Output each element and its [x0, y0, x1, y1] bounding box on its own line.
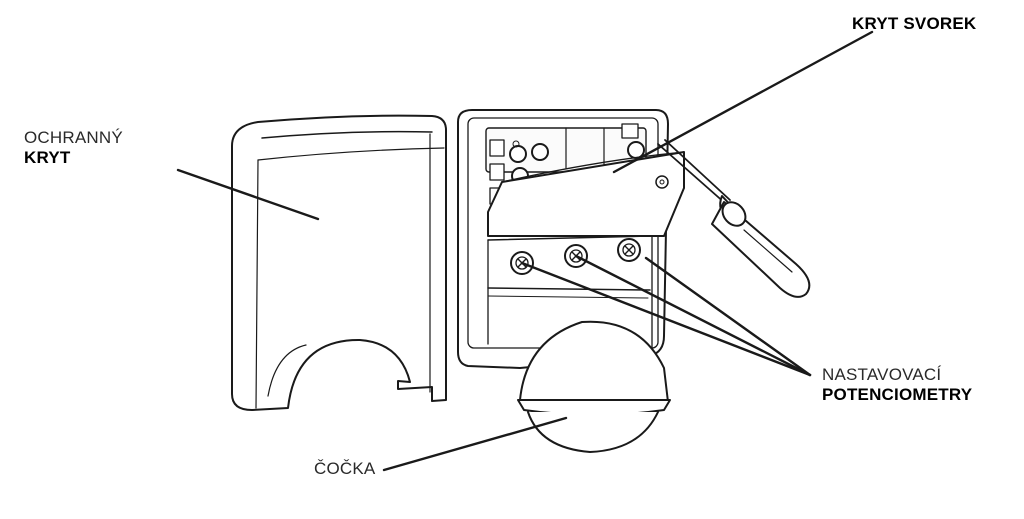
- terminal-cover: [487, 151, 685, 237]
- protective-cover: [231, 114, 447, 411]
- leader-potentiometer-2: [574, 254, 812, 377]
- leader-terminal-cover: [612, 30, 874, 174]
- label-potentiometers: NASTAVOVACÍ POTENCIOMETRY: [822, 365, 972, 405]
- label-protective-cover-line1: OCHRANNÝ: [24, 128, 123, 147]
- label-potentiometers-line1: NASTAVOVACÍ: [822, 365, 942, 384]
- label-lens-text: ČOČKA: [314, 459, 376, 478]
- leader-potentiometer-3: [644, 256, 812, 377]
- leader-protective-cover: [176, 168, 320, 221]
- lens: [517, 320, 671, 453]
- label-lens: ČOČKA: [314, 459, 375, 479]
- potentiometer-3: [617, 238, 641, 262]
- leader-lens: [382, 416, 568, 472]
- screwdriver: [657, 139, 811, 298]
- label-protective-cover: OCHRANNÝ KRYT: [24, 128, 123, 168]
- label-protective-cover-line2: KRYT: [24, 148, 71, 167]
- leader-potentiometer-1: [520, 261, 812, 377]
- label-potentiometers-line2: POTENCIOMETRY: [822, 385, 973, 404]
- label-terminal-cover-text: KRYT SVOREK: [852, 14, 977, 33]
- label-terminal-cover: KRYT SVOREK: [852, 14, 976, 34]
